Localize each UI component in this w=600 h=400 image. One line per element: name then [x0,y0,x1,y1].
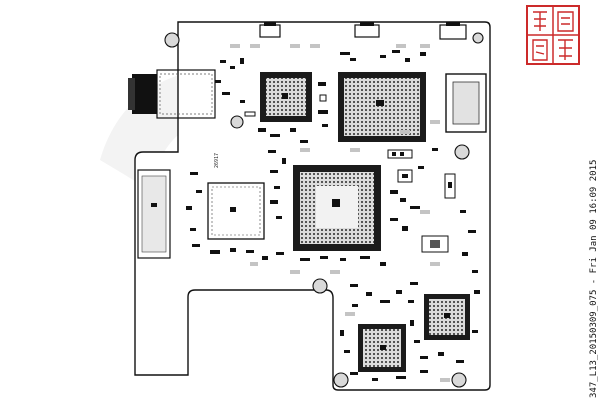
chip-top-right [338,72,426,142]
red-seal-stamp-icon [526,5,580,65]
ref-designator-label: 26917 [214,152,220,168]
gray-pads [230,44,450,382]
side-connector [128,69,216,119]
left-module [137,169,171,259]
mounting-hole-icon [164,32,484,388]
footer-filename-text: 347_L13_20150309_075 - Fri Jan 09 16:09 … [589,159,599,398]
chip-bottom-right [424,294,470,340]
right-connector [445,73,487,133]
chip-center-left [207,182,265,240]
small-components [186,50,480,381]
chip-top-left [260,72,312,122]
chip-bottom-left [358,324,406,372]
top-connectors [259,22,467,40]
chip-center-main [293,165,381,251]
